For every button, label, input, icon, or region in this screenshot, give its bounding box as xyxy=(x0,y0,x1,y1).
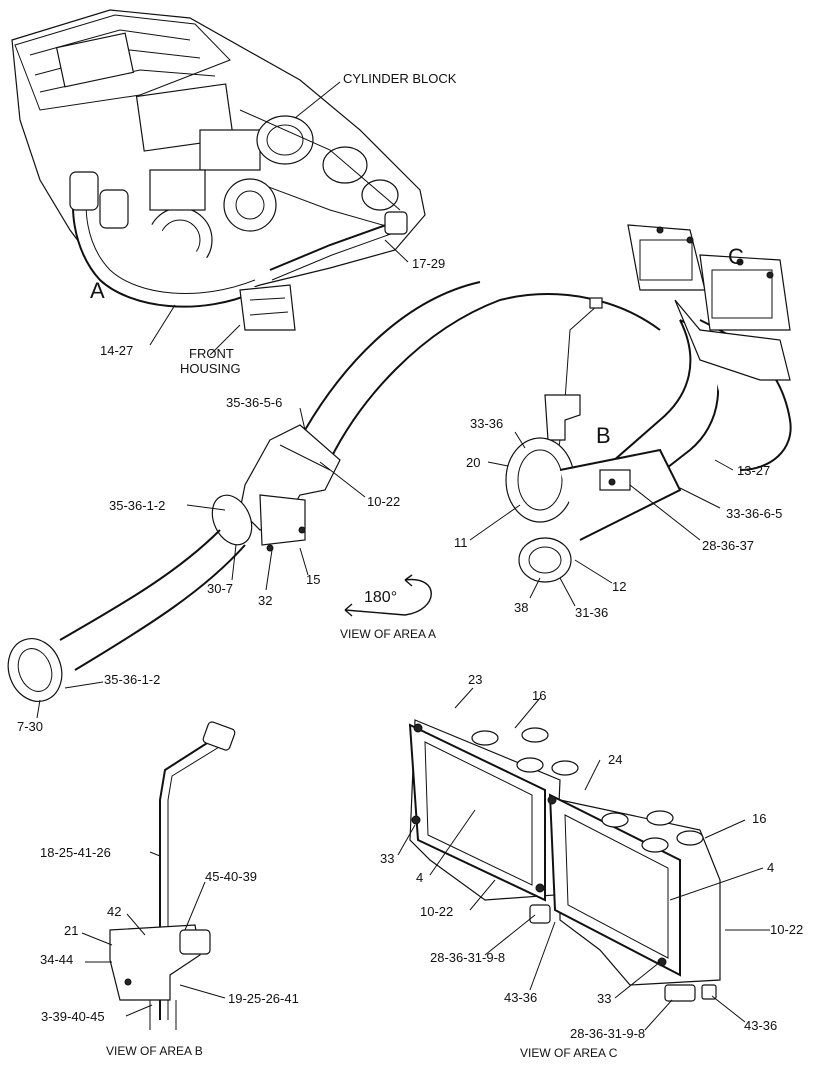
label-31-36: 31-36 xyxy=(575,605,608,620)
label-11: 11 xyxy=(454,535,468,550)
view-area-b xyxy=(109,721,236,1030)
label-18-25-41-26: 18-25-41-26 xyxy=(40,845,111,860)
label-4-right: 4 xyxy=(767,860,774,875)
label-4-left: 4 xyxy=(416,870,423,885)
callout-labels: CYLINDER BLOCK A 17-29 14-27 FRONT HOUSI… xyxy=(17,71,803,1060)
label-area-b: B xyxy=(596,423,611,448)
label-23: 23 xyxy=(468,672,482,687)
label-13-27: 13-27 xyxy=(737,463,770,478)
label-45-40-39: 45-40-39 xyxy=(205,869,257,884)
label-24: 24 xyxy=(608,752,622,767)
caption-view-area-b: VIEW OF AREA B xyxy=(106,1044,203,1058)
label-33-left: 33 xyxy=(380,851,394,866)
label-33-bottom: 33 xyxy=(597,991,611,1006)
label-15: 15 xyxy=(306,572,320,587)
leader-lines xyxy=(36,81,770,1031)
label-38: 38 xyxy=(514,600,528,615)
label-42: 42 xyxy=(107,904,121,919)
engine-overview xyxy=(11,9,426,331)
label-43-36-right: 43-36 xyxy=(744,1018,777,1033)
label-28-36-31-9-8-left: 28-36-31-9-8 xyxy=(430,950,505,965)
label-rotation: 180° xyxy=(364,589,397,606)
label-19-25-26-41: 19-25-26-41 xyxy=(228,991,299,1006)
label-16-right: 16 xyxy=(752,811,766,826)
label-10-22-left: 10-22 xyxy=(420,904,453,919)
label-area-a: A xyxy=(90,278,105,303)
label-12: 12 xyxy=(612,579,626,594)
label-20: 20 xyxy=(466,455,480,470)
caption-view-area-a: VIEW OF AREA A xyxy=(340,627,436,641)
label-43-36-left: 43-36 xyxy=(504,990,537,1005)
label-35-36-1-2-top: 35-36-1-2 xyxy=(109,498,165,513)
caption-view-area-c: VIEW OF AREA C xyxy=(520,1046,618,1060)
label-16-top: 16 xyxy=(532,688,546,703)
label-front-housing-1: FRONT xyxy=(189,346,234,361)
label-34-44: 34-44 xyxy=(40,952,73,967)
label-35-36-5-6: 35-36-5-6 xyxy=(226,395,282,410)
label-cylinder-block: CYLINDER BLOCK xyxy=(343,71,457,86)
label-32: 32 xyxy=(258,593,272,608)
label-area-c: C xyxy=(728,244,744,269)
label-14-27: 14-27 xyxy=(100,343,133,358)
label-33-36: 33-36 xyxy=(470,416,503,431)
label-7-30: 7-30 xyxy=(17,719,43,734)
label-10-22-right: 10-22 xyxy=(770,922,803,937)
label-35-36-1-2-bottom: 35-36-1-2 xyxy=(104,672,160,687)
label-front-housing-2: HOUSING xyxy=(180,361,241,376)
label-33-36-6-5: 33-36-6-5 xyxy=(726,506,782,521)
label-3-39-40-45: 3-39-40-45 xyxy=(41,1009,105,1024)
label-30-7: 30-7 xyxy=(207,581,233,596)
label-21: 21 xyxy=(64,923,78,938)
label-28-36-37: 28-36-37 xyxy=(702,538,754,553)
label-10-22-a: 10-22 xyxy=(367,494,400,509)
exhaust-pipe-assembly xyxy=(7,224,792,702)
flange-c xyxy=(627,224,791,381)
label-28-36-31-9-8-bottom: 28-36-31-9-8 xyxy=(570,1026,645,1041)
label-17-29: 17-29 xyxy=(412,256,445,271)
view-area-c xyxy=(408,719,721,1002)
